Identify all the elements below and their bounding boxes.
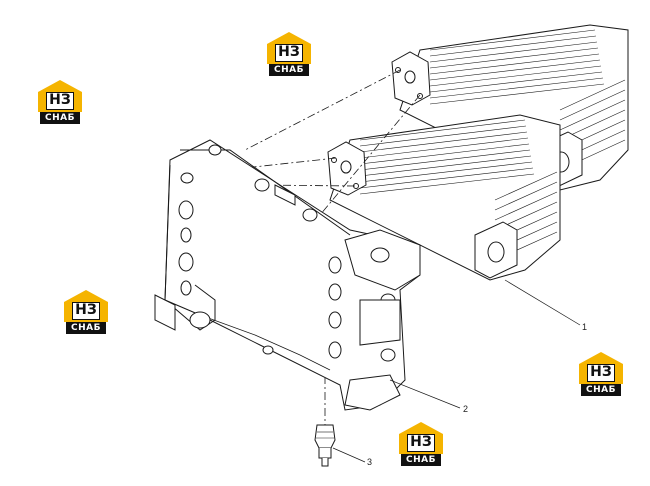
watermark-logo: НЗ СНАБ bbox=[34, 78, 86, 130]
leader-lines bbox=[332, 279, 581, 463]
sensor-part bbox=[314, 424, 336, 467]
watermark-logo: НЗ СНАБ bbox=[395, 420, 447, 472]
watermark-logo: НЗ СНАБ bbox=[60, 288, 112, 340]
callout-2: 2 bbox=[463, 404, 469, 414]
callout-1: 1 bbox=[582, 322, 588, 332]
cooler-core-front bbox=[327, 114, 561, 281]
cooler-housing bbox=[154, 139, 421, 411]
watermark-logo: НЗ СНАБ bbox=[263, 30, 315, 82]
watermark-logo: НЗ СНАБ bbox=[575, 350, 627, 402]
callout-3: 3 bbox=[367, 457, 373, 467]
cooler-core-back bbox=[391, 24, 629, 191]
